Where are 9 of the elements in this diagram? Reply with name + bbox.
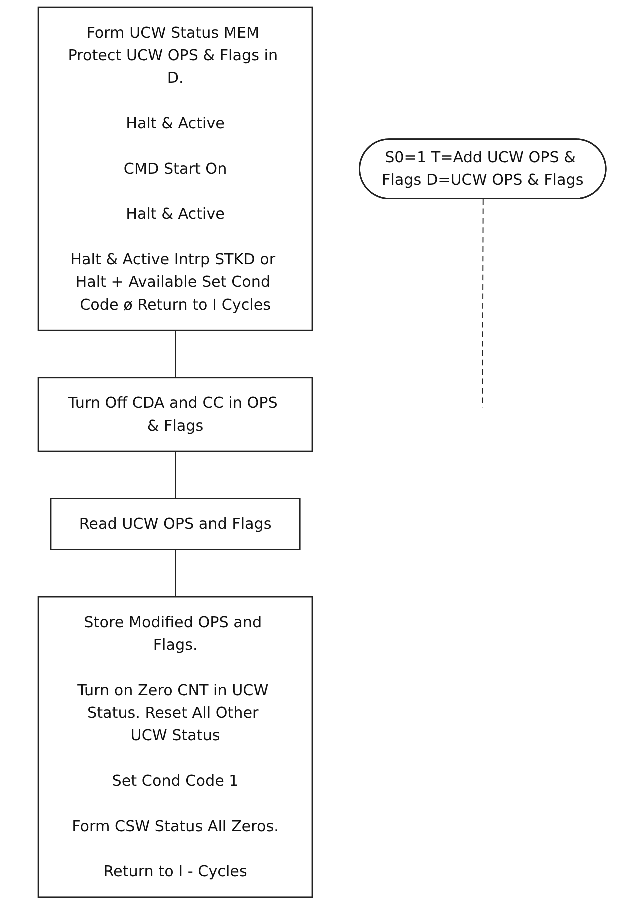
node-box bbox=[50, 498, 300, 550]
connector bbox=[482, 198, 484, 408]
connector bbox=[174, 549, 176, 598]
node-box bbox=[38, 377, 313, 452]
node-box bbox=[38, 596, 313, 898]
connector bbox=[174, 330, 176, 378]
flowchart: Form UCW Status MEM Protect UCW OPS & Flags in D. Halt & Active CMD Start On Halt & Active Halt & Active Intrp STKD or Halt + Available Set Cond Code ø Return to I Cycles S0=1 T=Add UCW OPS & Flags D=UCW OPS & Flags Turn Off CDA and CC in OPS & Flags Read UCW OPS and Flags Store Modified OPS and Flags. Turn on Zero CNT in UCW Status. Reset All Other UCW Status Set Cond Code 1 Form CSW Status All Zeros. Return to I - Cycles bbox=[30, 0, 614, 905]
connector bbox=[174, 451, 176, 500]
node-box bbox=[38, 6, 313, 332]
